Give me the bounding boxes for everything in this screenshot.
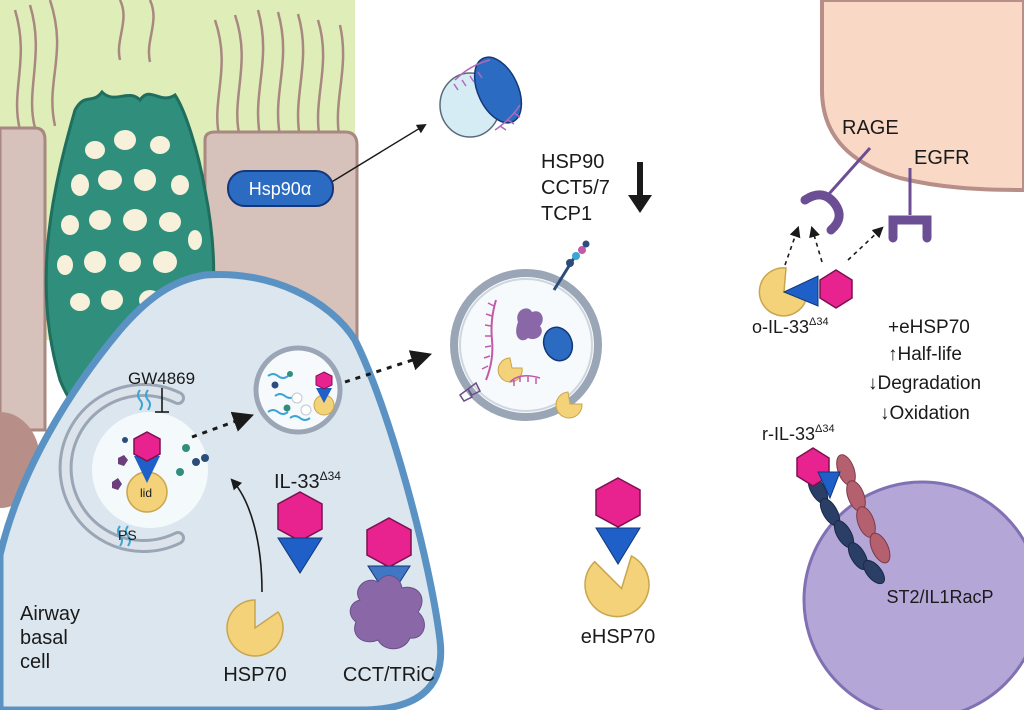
il33-hsp70-complex-mvb bbox=[126, 431, 168, 513]
ps-label: PS bbox=[118, 527, 137, 543]
il33-cct-complex bbox=[349, 517, 425, 650]
o-il33-to-rage-arrow-2 bbox=[809, 225, 823, 263]
gw4869-label: GW4869 bbox=[128, 369, 195, 388]
o-il33-to-egfr-arrow bbox=[847, 226, 884, 261]
exosome-release-arrow bbox=[344, 350, 432, 384]
regulator-tcp1: TCP1 bbox=[541, 203, 592, 225]
r-il33-label: r-IL-33Δ34 bbox=[762, 423, 835, 444]
hsp70-to-mvb-arrow bbox=[230, 478, 263, 593]
cilia bbox=[13, 0, 345, 143]
ehsp70-complex bbox=[584, 477, 650, 618]
extracellular-exosome bbox=[450, 240, 602, 421]
il33-delta34-label: IL-33Δ34 bbox=[274, 469, 341, 493]
rage-receptor bbox=[800, 147, 872, 235]
hsp90a-pill: Hsp90α bbox=[227, 170, 334, 207]
effect-oxidation: ↓Oxidation bbox=[880, 403, 970, 424]
st2-expressing-cell bbox=[802, 480, 1024, 710]
o-il33-label: o-IL-33Δ34 bbox=[752, 316, 829, 337]
cct-tric-icon bbox=[349, 574, 425, 650]
left-neighbor-cell bbox=[0, 126, 47, 432]
effect-half-life: ↑Half-life bbox=[888, 344, 962, 365]
multivesicular-body bbox=[58, 383, 209, 553]
lid-label: lid bbox=[140, 486, 152, 500]
intracellular-exosome bbox=[253, 345, 343, 435]
hsp90a-release-arrow bbox=[329, 123, 427, 184]
effects-list: +eHSP70 ↑Half-life ↓Degradation ↓Oxidati… bbox=[868, 317, 981, 424]
hsp70-icon bbox=[226, 599, 284, 657]
o-il33-complex bbox=[758, 267, 853, 317]
egfr-label: EGFR bbox=[914, 147, 970, 169]
regulator-cct57: CCT5/7 bbox=[541, 177, 610, 199]
airway-basal-cell-label: Airway basal cell bbox=[20, 603, 86, 673]
egfr-receptor bbox=[888, 168, 932, 243]
mvb-cargo-dots bbox=[112, 437, 209, 490]
cct-tric-label: CCT/TRiC bbox=[343, 664, 435, 686]
st2-il1racp-label: ST2/IL1RacP bbox=[886, 587, 993, 607]
hsp70-label: HSP70 bbox=[223, 664, 286, 686]
effect-degradation: ↓Degradation bbox=[868, 373, 981, 394]
extracellular-hsp90-icon bbox=[439, 56, 523, 138]
regulator-list: HSP90 CCT5/7 TCP1 bbox=[541, 151, 652, 225]
regulator-hsp90: HSP90 bbox=[541, 151, 604, 173]
o-il33-to-rage-arrow-1 bbox=[784, 225, 801, 266]
il33-delta34-cytoplasmic-icon bbox=[277, 491, 323, 574]
rage-label: RAGE bbox=[842, 117, 899, 139]
ehsp70-label: eHSP70 bbox=[581, 626, 656, 648]
r-il33-complex bbox=[796, 447, 841, 500]
hsp90a-label: Hsp90α bbox=[249, 179, 311, 199]
effect-ehsp70: +eHSP70 bbox=[888, 317, 970, 338]
top-right-cell bbox=[820, 0, 1024, 193]
